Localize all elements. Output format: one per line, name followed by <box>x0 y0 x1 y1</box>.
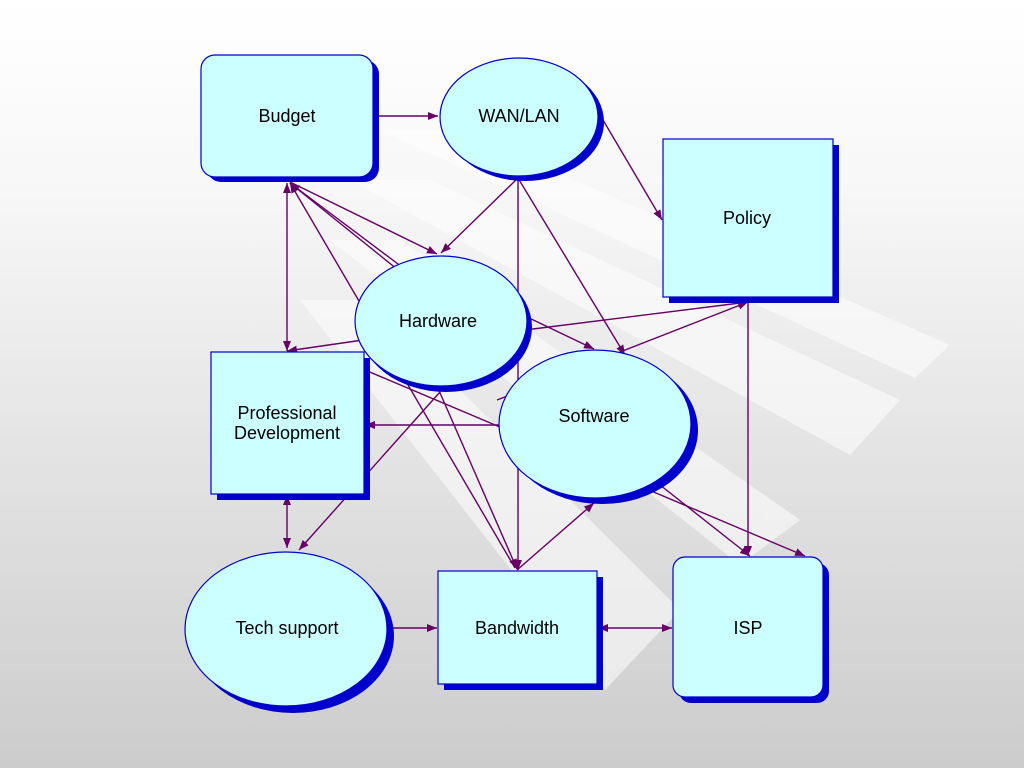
edge-hardware-to-policy <box>524 299 749 331</box>
edge-hardware-to-budget <box>289 182 403 268</box>
node-label-wanlan: WAN/LAN <box>478 106 559 126</box>
node-professional-development: Professional Development <box>210 351 370 500</box>
node-label-tech-support: Tech support <box>235 618 338 638</box>
node-label-profdev-line2: Development <box>234 423 340 443</box>
edge-wanlan-to-hardware <box>440 177 519 254</box>
edge-software-to-isp <box>659 484 751 557</box>
node-label-software: Software <box>558 406 629 426</box>
node-budget: Budget <box>200 54 379 182</box>
node-label-profdev-line1: Professional <box>237 403 336 423</box>
node-layer: Budget WAN/LAN Policy Professional Devel… <box>184 54 839 713</box>
node-policy: Policy <box>662 138 839 303</box>
edge-bandwidth-to-software <box>516 502 595 571</box>
edge-wanlan-to-policy <box>602 119 663 221</box>
node-wanlan: WAN/LAN <box>439 57 604 181</box>
edge-wanlan-to-software <box>517 177 626 356</box>
edge-hardware-to-profdev <box>286 339 364 354</box>
node-label-policy: Policy <box>723 208 771 228</box>
node-isp: ISP <box>672 556 829 703</box>
node-software: Software <box>498 349 698 504</box>
node-tech-support: Tech support <box>184 551 394 713</box>
node-label-isp: ISP <box>733 618 762 638</box>
node-label-bandwidth: Bandwidth <box>475 618 559 638</box>
node-label-hardware: Hardware <box>399 311 477 331</box>
edge-hardware-to-software <box>526 316 595 350</box>
node-label-budget: Budget <box>258 106 315 126</box>
node-bandwidth: Bandwidth <box>437 570 603 690</box>
node-hardware: Hardware <box>354 255 532 392</box>
edge-hardware-to-bandwidth <box>436 385 518 570</box>
edge-budget-to-hardware <box>289 181 438 255</box>
